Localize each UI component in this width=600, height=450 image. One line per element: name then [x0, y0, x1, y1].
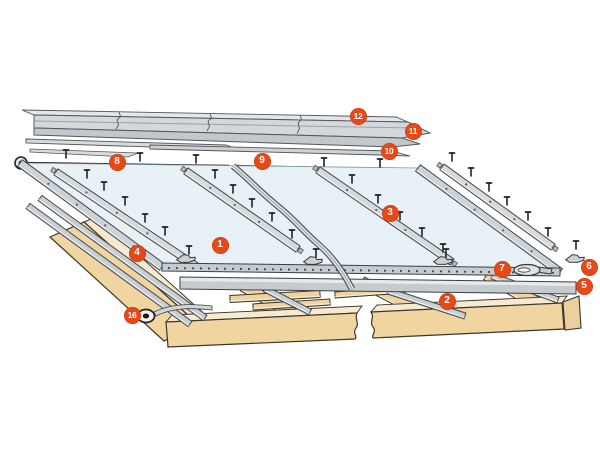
nail — [62, 149, 70, 159]
nail — [348, 174, 356, 184]
nail — [320, 157, 328, 167]
nail — [312, 248, 320, 258]
glazing-batten-4 — [436, 161, 559, 253]
side-rail-right — [414, 164, 564, 276]
nail — [83, 169, 91, 179]
callout-6: 6 — [580, 258, 598, 276]
nail — [503, 196, 511, 206]
nail — [376, 158, 384, 168]
nail — [467, 167, 475, 177]
nail — [229, 184, 237, 194]
nail — [192, 154, 200, 164]
nail — [485, 182, 493, 192]
callout-5: 5 — [575, 277, 593, 295]
callout-1: 1 — [211, 236, 229, 254]
nail — [185, 245, 193, 255]
nail — [418, 227, 426, 237]
nail — [136, 152, 144, 162]
nail — [121, 196, 129, 206]
nail — [572, 240, 580, 250]
nail — [100, 181, 108, 191]
nail — [288, 229, 296, 239]
nail — [439, 243, 447, 253]
eaves-support-bar — [179, 276, 577, 295]
fascia-eyelet — [136, 304, 213, 324]
support-rail-1 — [37, 194, 208, 322]
nail — [268, 212, 276, 222]
callout-8: 8 — [108, 153, 126, 171]
nail — [161, 226, 169, 236]
nail — [442, 248, 450, 258]
nail — [248, 198, 256, 208]
nails — [62, 149, 580, 258]
callout-10: 10 — [380, 142, 398, 160]
ridge-flashing-upper — [21, 109, 432, 148]
nail — [524, 211, 532, 221]
buckle-fitting — [513, 263, 553, 277]
callout-7: 7 — [493, 260, 511, 278]
callout-12: 12 — [349, 107, 367, 125]
callout-16: 16 — [123, 306, 141, 324]
nail — [448, 152, 456, 162]
nail — [374, 194, 382, 204]
support-rail-2 — [25, 202, 193, 328]
callout-11: 11 — [404, 122, 422, 140]
glazing-batten-2 — [180, 165, 304, 255]
nail — [141, 213, 149, 223]
glazing-bars — [16, 159, 564, 276]
panel-seam-gasket — [230, 163, 355, 291]
nail — [544, 227, 552, 237]
nail — [211, 169, 219, 179]
callout-9: 9 — [253, 152, 271, 170]
callout-3: 3 — [381, 204, 399, 222]
callout-2: 2 — [438, 292, 456, 310]
callout-4: 4 — [128, 244, 146, 262]
